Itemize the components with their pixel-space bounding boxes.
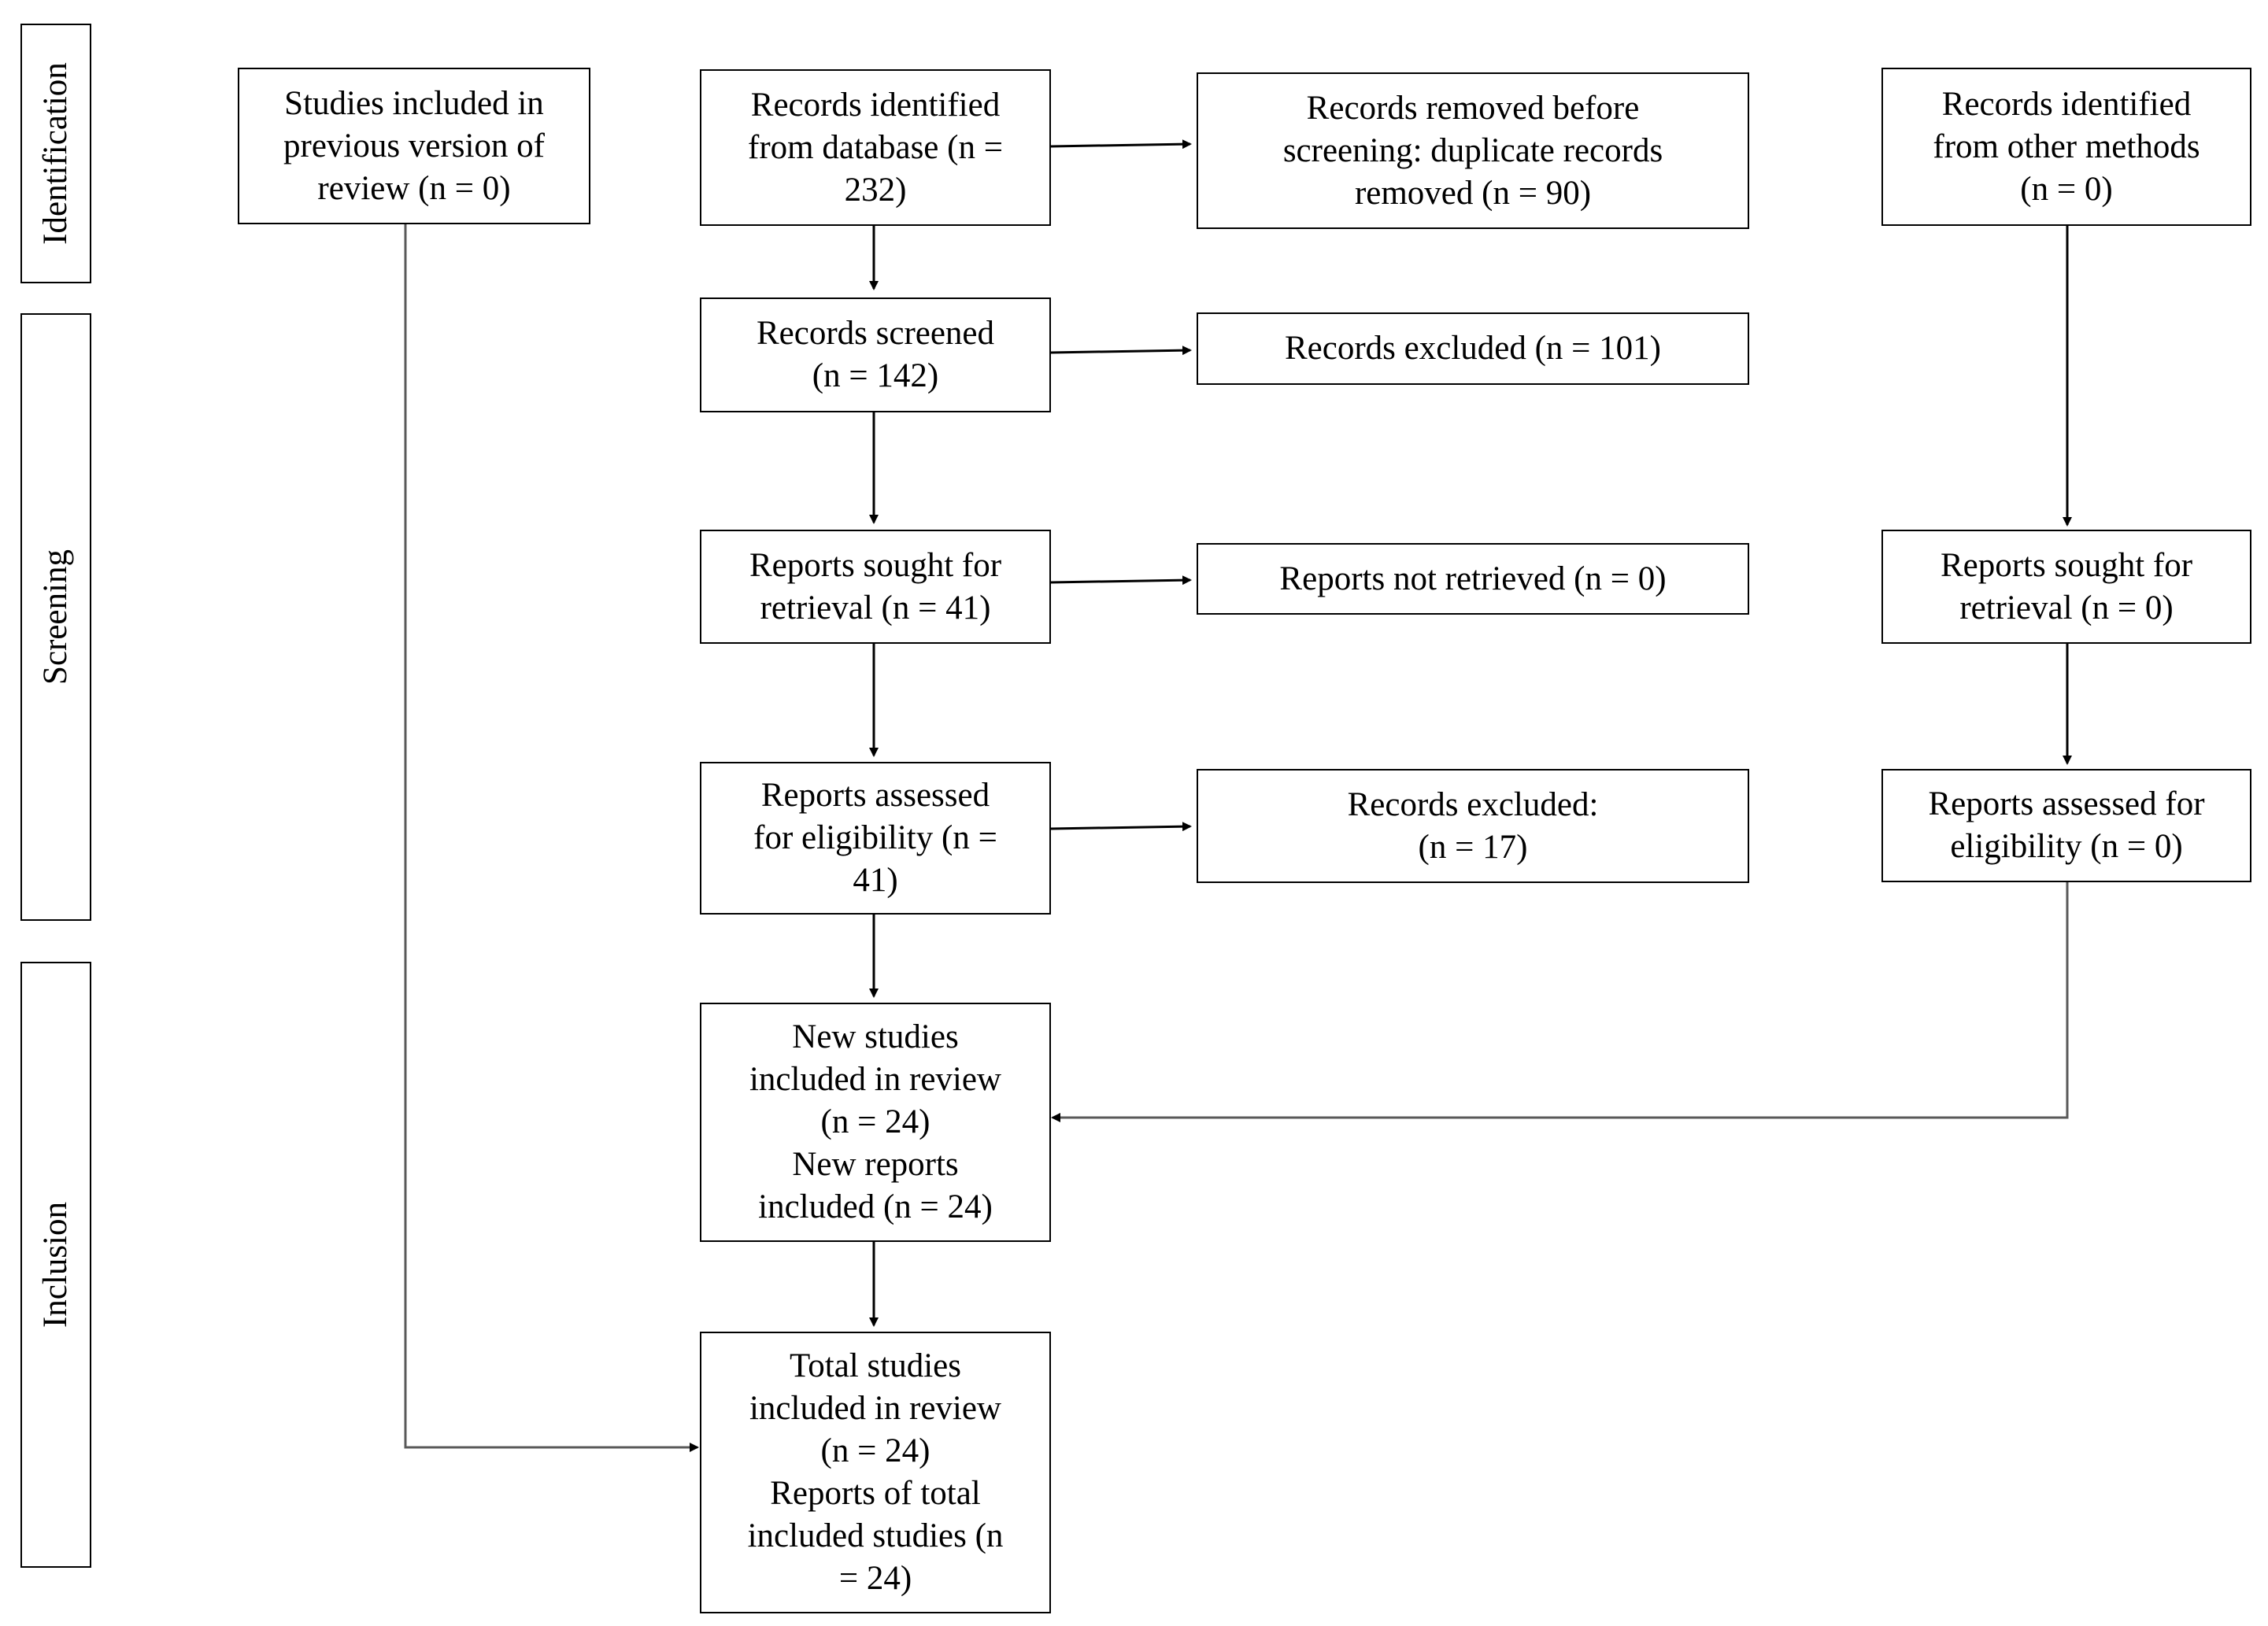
box-previous-studies-text: Studies included in previous version of …	[283, 84, 545, 207]
box-reports-sought-other-text: Reports sought for retrieval (n = 0)	[1940, 546, 2193, 626]
arrow-screened-to-excluded	[1050, 346, 1192, 356]
phase-screening: Screening	[20, 313, 91, 921]
box-records-identified-other-text: Records identified from other methods (n…	[1933, 85, 2200, 208]
arrow-assessed-to-excluded	[1050, 822, 1192, 832]
box-previous-studies: Studies included in previous version of …	[238, 68, 590, 224]
box-records-excluded-eligibility: Records excluded: (n = 17)	[1197, 769, 1749, 883]
box-records-removed-text: Records removed before screening: duplic…	[1282, 89, 1663, 212]
box-records-identified-database: Records identified from database (n = 23…	[700, 69, 1051, 226]
box-reports-sought-other: Reports sought for retrieval (n = 0)	[1881, 530, 2251, 644]
arrow-other-assessed-to-new	[1051, 882, 2069, 1122]
arrow-previous-to-total	[404, 224, 699, 1452]
box-reports-assessed-other-text: Reports assessed for eligibility (n = 0)	[1928, 785, 2205, 865]
box-records-identified-database-text: Records identified from database (n = 23…	[748, 86, 1003, 209]
box-reports-not-retrieved-text: Reports not retrieved (n = 0)	[1279, 560, 1667, 597]
arrow-database-to-removed	[1050, 139, 1192, 150]
box-new-studies-included-text: New studies included in review (n = 24) …	[749, 1018, 1001, 1225]
box-reports-assessed-other: Reports assessed for eligibility (n = 0)	[1881, 769, 2251, 882]
box-records-screened: Records screened (n = 142)	[700, 297, 1051, 412]
box-new-studies-included: New studies included in review (n = 24) …	[700, 1003, 1051, 1242]
box-total-studies-included: Total studies included in review (n = 24…	[700, 1332, 1051, 1613]
phase-identification: Identification	[20, 24, 91, 283]
box-reports-assessed-database-text: Reports assessed for eligibility (n = 41…	[753, 777, 997, 899]
box-total-studies-included-text: Total studies included in review (n = 24…	[747, 1347, 1004, 1597]
box-reports-not-retrieved: Reports not retrieved (n = 0)	[1197, 543, 1749, 615]
box-reports-sought-database: Reports sought for retrieval (n = 41)	[700, 530, 1051, 644]
box-records-excluded-text: Records excluded (n = 101)	[1285, 330, 1661, 367]
box-records-excluded-eligibility-text: Records excluded: (n = 17)	[1347, 785, 1599, 866]
box-reports-assessed-database: Reports assessed for eligibility (n = 41…	[700, 762, 1051, 915]
box-records-identified-other: Records identified from other methods (n…	[1881, 68, 2251, 226]
arrow-sought-to-not-retrieved	[1050, 575, 1192, 586]
box-records-excluded: Records excluded (n = 101)	[1197, 312, 1749, 385]
box-records-removed: Records removed before screening: duplic…	[1197, 72, 1749, 229]
box-records-screened-text: Records screened (n = 142)	[756, 315, 995, 394]
box-reports-sought-database-text: Reports sought for retrieval (n = 41)	[749, 546, 1002, 626]
phase-inclusion: Inclusion	[20, 962, 91, 1568]
